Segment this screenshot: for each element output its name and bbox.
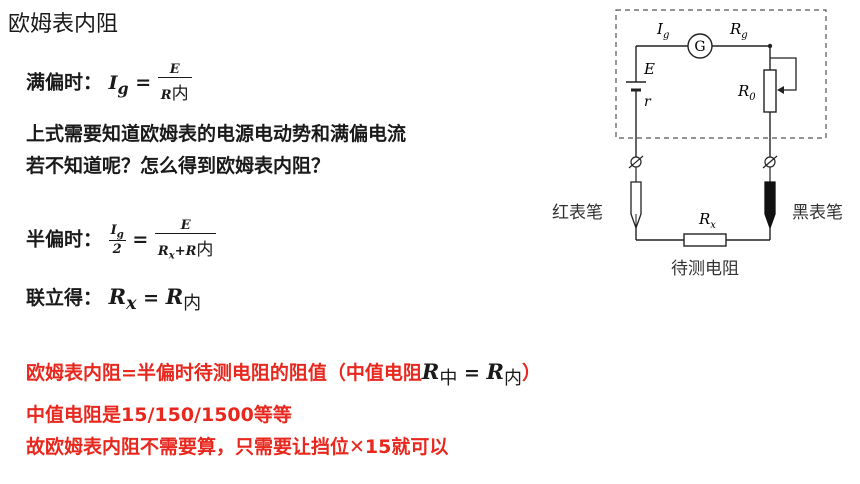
half-deflection-formula: 半偏时： Ig 2 = E Rx+R内 bbox=[26, 218, 217, 262]
red-probe-icon bbox=[630, 181, 642, 230]
galvanometer-label: G bbox=[694, 39, 705, 55]
conclusion-line-1: 欧姆表内阻=半偏时待测电阻的阻值（中值电阻R中 = R内） bbox=[26, 359, 542, 389]
half-deflection-label: 半偏时： bbox=[26, 228, 103, 251]
ig-label: Ig bbox=[656, 20, 669, 41]
r0-label: R0 bbox=[737, 82, 756, 103]
full-deflection-fraction: E R内 bbox=[157, 62, 192, 104]
full-deflection-formula: 满偏时： Ig = E R内 bbox=[26, 62, 192, 104]
r0-resistor bbox=[763, 69, 777, 113]
ig-symbol: Ig bbox=[108, 71, 129, 98]
meter-enclosure-box bbox=[615, 9, 827, 139]
black-probe-label: 黑表笔 bbox=[792, 203, 843, 223]
rheostat-slider bbox=[770, 57, 797, 91]
combined-label: 联立得： bbox=[26, 287, 103, 309]
rx-symbol: Rx bbox=[108, 284, 137, 315]
conclusion-line-3: 故欧姆表内阻不需要算，只需要让挡位✕15就可以 bbox=[26, 436, 449, 458]
galvanometer-icon bbox=[687, 33, 713, 59]
half-deflection-fraction: E Rx+R内 bbox=[154, 218, 217, 262]
rg-label: Rg bbox=[729, 20, 748, 41]
conclusion-line-2: 中值电阻是15/150/1500等等 bbox=[26, 404, 292, 426]
equals-sign: = bbox=[132, 228, 149, 251]
test-resistor-label: 待测电阻 bbox=[671, 259, 739, 279]
slide-title: 欧姆表内阻 bbox=[8, 12, 119, 37]
red-probe-label: 红表笔 bbox=[552, 203, 603, 223]
black-probe-icon bbox=[764, 181, 776, 230]
rx-resistor bbox=[683, 233, 727, 247]
text-line-1: 上式需要知道欧姆表的电源电动势和满偏电流 bbox=[26, 123, 407, 145]
combined-formula: 联立得： Rx = R内 bbox=[26, 283, 201, 315]
full-deflection-label: 满偏时： bbox=[26, 71, 103, 94]
ohmmeter-circuit-diagram: G Ig Rg E r R0 Rx 红表笔 黑表笔 待测电阻 bbox=[552, 9, 843, 279]
rx-label: Rx bbox=[698, 210, 716, 231]
text-line-2: 若不知道呢？怎么得到欧姆表内阻？ bbox=[26, 155, 331, 177]
internal-resistance-label: r bbox=[644, 94, 652, 110]
equals-sign: = bbox=[143, 287, 160, 309]
ig-over-2-fraction: Ig 2 bbox=[108, 222, 126, 258]
r-internal-symbol: R内 bbox=[165, 284, 202, 314]
equals-sign: = bbox=[135, 71, 152, 94]
emf-label: E bbox=[643, 60, 655, 78]
